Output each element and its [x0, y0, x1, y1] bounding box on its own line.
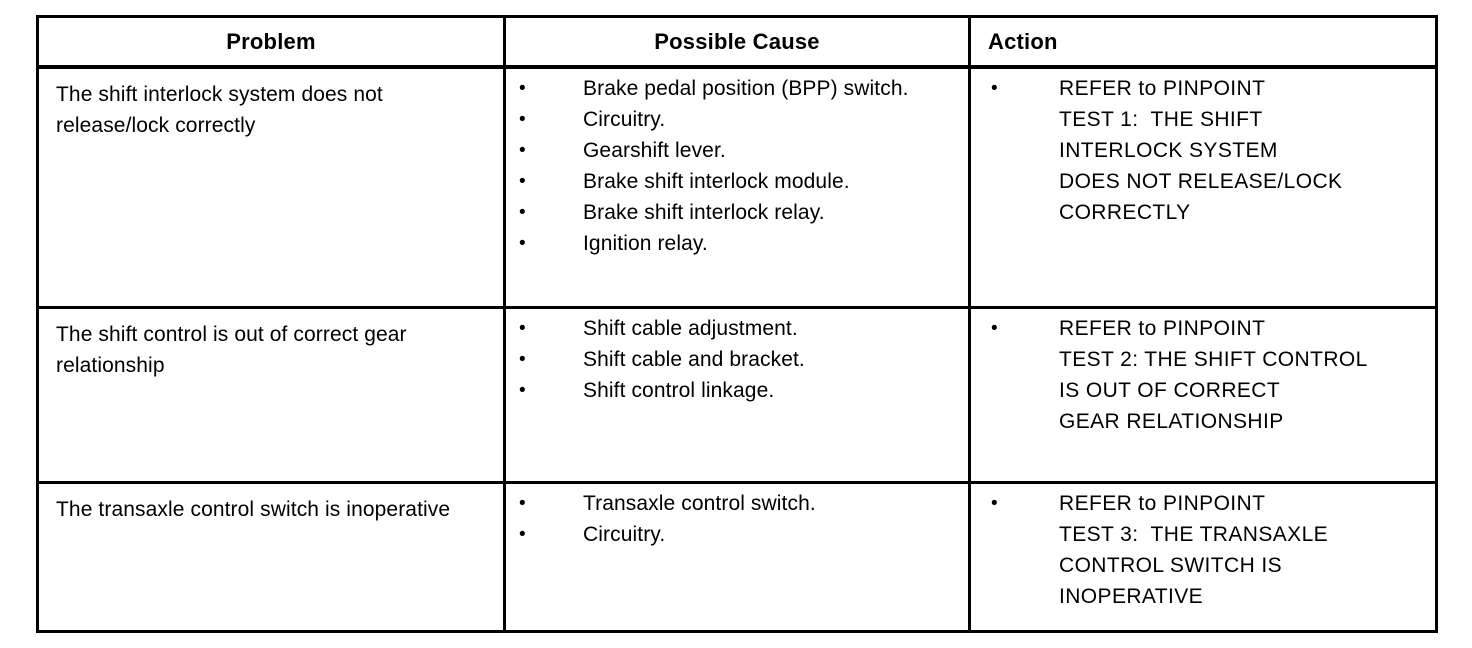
- list-item: • Ignition relay.: [519, 228, 958, 259]
- bullet-icon: •: [991, 493, 998, 514]
- action-line: REFER to PINPOINT: [1059, 492, 1266, 515]
- action-line: CONTROL SWITCH IS: [1059, 554, 1283, 577]
- list-item: • Brake pedal position (BPP) switch.: [519, 73, 958, 104]
- list-item: • Shift control linkage.: [519, 375, 958, 406]
- action-list: • REFER to PINPOINT TEST 1: THE SHIFT IN…: [991, 73, 1427, 228]
- list-item-label: Transaxle control switch.: [583, 492, 816, 515]
- list-item-label: Gearshift lever.: [583, 139, 726, 162]
- action-line: REFER to PINPOINT: [1059, 77, 1266, 100]
- possible-cause-list: • Brake pedal position (BPP) switch. • C…: [519, 73, 958, 259]
- action-line: DOES NOT RELEASE/LOCK: [1059, 170, 1343, 193]
- action-cell: • REFER to PINPOINT TEST 3: THE TRANSAXL…: [968, 481, 1438, 633]
- table-header-row: Problem Possible Cause Action: [36, 15, 1438, 69]
- bullet-icon: •: [519, 524, 526, 545]
- list-item: • REFER to PINPOINT TEST 2: THE SHIFT CO…: [991, 313, 1427, 437]
- action-line: TEST 3: THE TRANSAXLE: [1059, 523, 1329, 546]
- possible-cause-cell: • Shift cable adjustment. • Shift cable …: [503, 306, 971, 484]
- problem-text: The shift control is out of correct gear…: [56, 323, 407, 377]
- action-line: REFER to PINPOINT: [1059, 317, 1266, 340]
- bullet-icon: •: [991, 318, 998, 339]
- possible-cause-cell: • Transaxle control switch. • Circuitry.: [503, 481, 971, 633]
- action-cell: • REFER to PINPOINT TEST 1: THE SHIFT IN…: [968, 65, 1438, 309]
- action-list: • REFER to PINPOINT TEST 3: THE TRANSAXL…: [991, 488, 1427, 612]
- list-item: • Shift cable and bracket.: [519, 344, 958, 375]
- problem-cell: The shift control is out of correct gear…: [36, 306, 506, 484]
- action-content: • REFER to PINPOINT TEST 3: THE TRANSAXL…: [971, 484, 1435, 620]
- bullet-icon: •: [519, 233, 526, 254]
- list-item: • Shift cable adjustment.: [519, 313, 958, 344]
- bullet-icon: •: [519, 109, 526, 130]
- action-list: • REFER to PINPOINT TEST 2: THE SHIFT CO…: [991, 313, 1427, 437]
- action-cell: • REFER to PINPOINT TEST 2: THE SHIFT CO…: [968, 306, 1438, 484]
- action-line: INTERLOCK SYSTEM: [1059, 139, 1278, 162]
- list-item-label: Brake pedal position (BPP) switch.: [583, 77, 909, 100]
- bullet-icon: •: [519, 318, 526, 339]
- action-line: TEST 2: THE SHIFT CONTROL: [1059, 348, 1368, 371]
- action-content: • REFER to PINPOINT TEST 2: THE SHIFT CO…: [971, 309, 1435, 445]
- bullet-icon: •: [991, 78, 998, 99]
- list-item: • Circuitry.: [519, 519, 958, 550]
- possible-cause-list: • Shift cable adjustment. • Shift cable …: [519, 313, 958, 406]
- table-row: The shift control is out of correct gear…: [36, 306, 1438, 484]
- column-header-possible-cause-label: Possible Cause: [654, 29, 820, 54]
- bullet-icon: •: [519, 140, 526, 161]
- list-item: • REFER to PINPOINT TEST 1: THE SHIFT IN…: [991, 73, 1427, 228]
- possible-cause-content: • Transaxle control switch. • Circuitry.: [506, 484, 968, 558]
- problem-cell: The shift interlock system does not rele…: [36, 65, 506, 309]
- list-item: • Gearshift lever.: [519, 135, 958, 166]
- list-item-label: Brake shift interlock relay.: [583, 201, 825, 224]
- column-header-action: Action: [968, 15, 1438, 69]
- bullet-icon: •: [519, 349, 526, 370]
- problem-text: The shift interlock system does not rele…: [56, 83, 383, 137]
- bullet-icon: •: [519, 380, 526, 401]
- table-row: The shift interlock system does not rele…: [36, 65, 1438, 309]
- list-item: • Circuitry.: [519, 104, 958, 135]
- possible-cause-content: • Brake pedal position (BPP) switch. • C…: [506, 69, 968, 267]
- list-item-label: Circuitry.: [583, 108, 666, 131]
- diagnostic-troubleshooting-table: Problem Possible Cause Action The shift …: [36, 15, 1438, 633]
- action-line: GEAR RELATIONSHIP: [1059, 410, 1284, 433]
- action-item-label: REFER to PINPOINT TEST 2: THE SHIFT CONT…: [1059, 313, 1427, 437]
- column-header-problem-label: Problem: [226, 29, 316, 54]
- action-line: INOPERATIVE: [1059, 585, 1204, 608]
- list-item-label: Ignition relay.: [583, 232, 708, 255]
- bullet-icon: •: [519, 171, 526, 192]
- list-item: • Brake shift interlock relay.: [519, 197, 958, 228]
- action-line: IS OUT OF CORRECT: [1059, 379, 1281, 402]
- bullet-icon: •: [519, 78, 526, 99]
- column-header-possible-cause: Possible Cause: [503, 15, 971, 69]
- table-row: The transaxle control switch is inoperat…: [36, 481, 1438, 633]
- list-item-label: Brake shift interlock module.: [583, 170, 850, 193]
- column-header-action-label: Action: [988, 29, 1058, 54]
- action-line: TEST 1: THE SHIFT: [1059, 108, 1263, 131]
- bullet-icon: •: [519, 202, 526, 223]
- list-item: • Transaxle control switch.: [519, 488, 958, 519]
- list-item-label: Circuitry.: [583, 523, 666, 546]
- column-header-problem: Problem: [36, 15, 506, 69]
- list-item-label: Shift cable and bracket.: [583, 348, 805, 371]
- possible-cause-cell: • Brake pedal position (BPP) switch. • C…: [503, 65, 971, 309]
- list-item: • REFER to PINPOINT TEST 3: THE TRANSAXL…: [991, 488, 1427, 612]
- possible-cause-list: • Transaxle control switch. • Circuitry.: [519, 488, 958, 550]
- problem-cell: The transaxle control switch is inoperat…: [36, 481, 506, 633]
- list-item-label: Shift cable adjustment.: [583, 317, 798, 340]
- action-content: • REFER to PINPOINT TEST 1: THE SHIFT IN…: [971, 69, 1435, 236]
- list-item-label: Shift control linkage.: [583, 379, 775, 402]
- action-item-label: REFER to PINPOINT TEST 3: THE TRANSAXLE …: [1059, 488, 1427, 612]
- action-item-label: REFER to PINPOINT TEST 1: THE SHIFT INTE…: [1059, 73, 1427, 228]
- action-line: CORRECTLY: [1059, 201, 1191, 224]
- problem-text: The transaxle control switch is inoperat…: [56, 498, 451, 521]
- list-item: • Brake shift interlock module.: [519, 166, 958, 197]
- bullet-icon: •: [519, 493, 526, 514]
- possible-cause-content: • Shift cable adjustment. • Shift cable …: [506, 309, 968, 414]
